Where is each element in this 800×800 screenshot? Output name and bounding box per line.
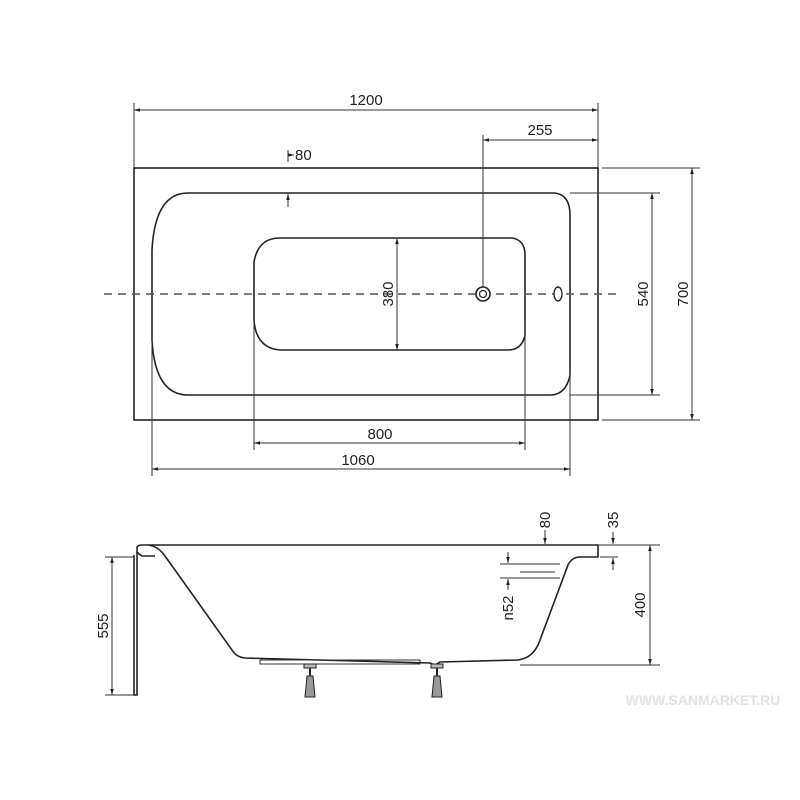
side-panel (133, 548, 155, 696)
dim-depth: 400 (632, 592, 649, 617)
dim-rim-thickness: 35 (605, 512, 622, 529)
drain-icon (475, 286, 491, 302)
dim-overflow-offset: 80 (537, 512, 554, 529)
dim-inner-length: 1060 (341, 452, 374, 469)
overflow-icon (553, 286, 563, 302)
dim-bottom-length: 800 (367, 426, 392, 443)
dim-panel-height: 555 (95, 613, 112, 638)
leg-icon (430, 663, 444, 698)
bottom-outline (253, 237, 526, 351)
side-view: 80 35 n52 400 555 (95, 512, 660, 698)
dim-rim-width: 80 (295, 147, 312, 164)
dim-drain-offset: 255 (527, 122, 552, 139)
feet-rail (259, 659, 421, 665)
dim-width: 700 (675, 281, 692, 306)
dim-bottom-width: 380 (380, 281, 397, 306)
dim-length: 1200 (349, 92, 382, 109)
watermark: WWW.SANMARKET.RU (626, 692, 781, 708)
dim-inner-width: 540 (635, 281, 652, 306)
basin-outline (151, 192, 571, 396)
tub-profile (136, 544, 599, 666)
top-view: 1200 255 80 380 540 700 800 1060 (104, 92, 700, 476)
leg-icon (303, 663, 317, 698)
dim-overflow-diameter: n52 (500, 595, 517, 620)
